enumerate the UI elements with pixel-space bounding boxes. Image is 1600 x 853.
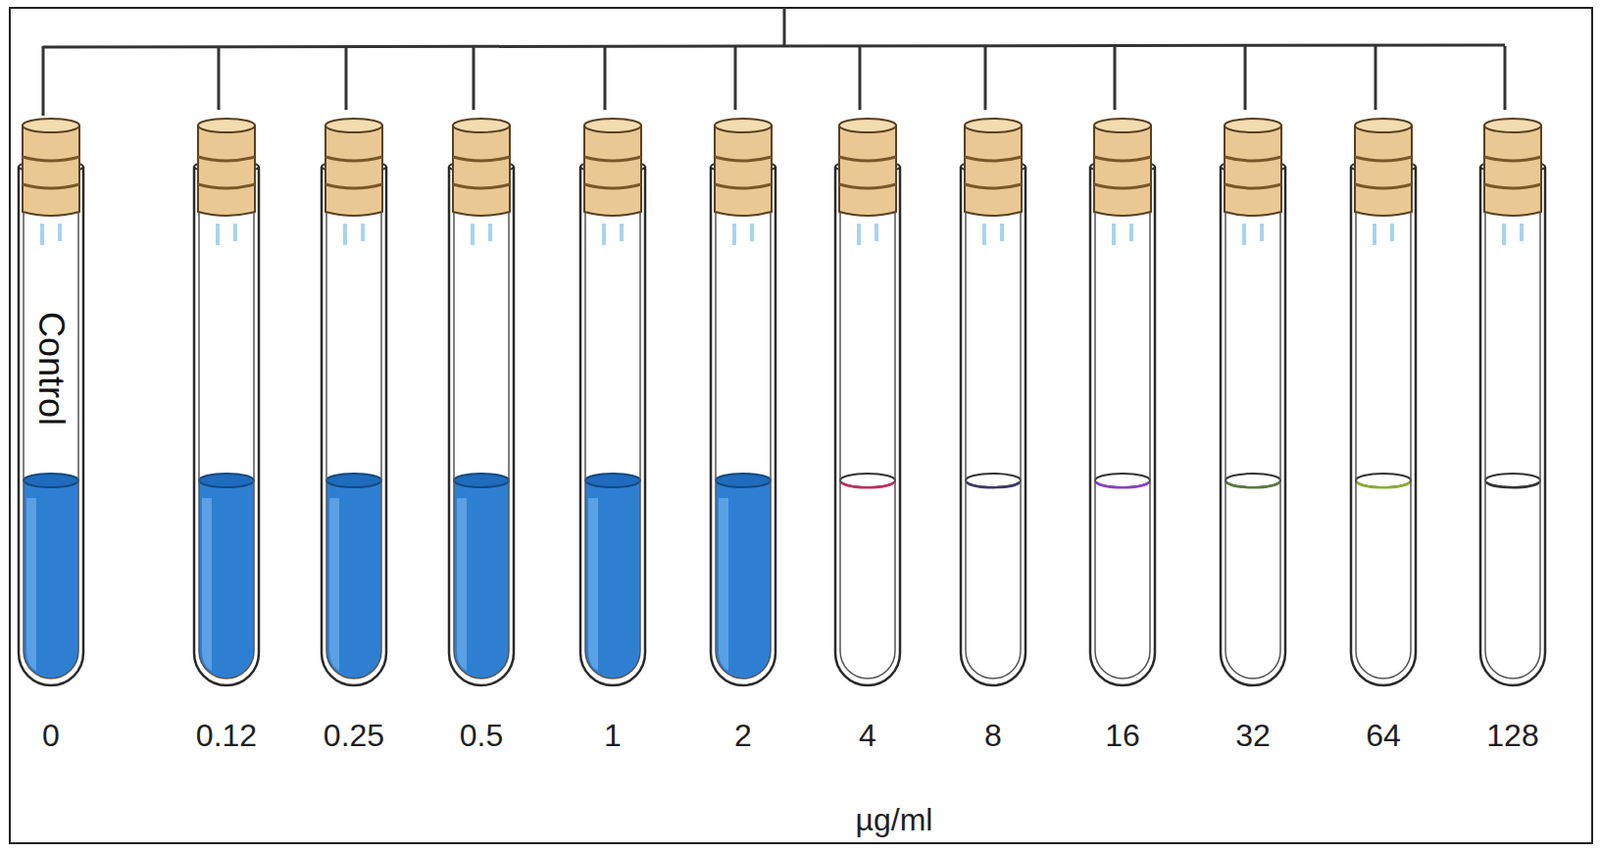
test-tube: 64 [1339,105,1428,783]
test-tube: 2 [699,105,788,783]
test-tube: 16 [1078,105,1167,783]
concentration-value: 0 [0,717,130,754]
tube-outline [182,105,271,783]
concentration-value: 4 [789,717,947,754]
concentration-value: 0.5 [402,717,560,754]
concentration-value: 128 [1434,717,1592,754]
concentration-value: 16 [1044,717,1201,754]
tube-outline [437,105,526,783]
tube-outline [1468,105,1557,783]
tube-outline [1339,105,1428,783]
concentration-value: 64 [1304,717,1462,754]
concentration-value: 2 [664,717,822,754]
test-tube: Control0 [6,105,96,783]
test-tube: 0.25 [309,105,399,783]
tube-outline [568,105,657,783]
bracket [43,7,1505,116]
concentration-value: 0.25 [275,717,433,754]
concentration-value: 0.12 [148,717,305,754]
test-tube: 0.5 [437,105,526,783]
tube-outline [699,105,788,783]
concentration-value: 8 [914,717,1072,754]
concentration-value: 1 [534,717,692,754]
test-tube: 32 [1208,105,1298,783]
control-label: Control [30,311,72,426]
tube-outline [1078,105,1167,783]
test-tube: 4 [823,105,912,783]
frame [9,7,1593,844]
concentration-value: 32 [1174,717,1332,754]
tube-outline [6,105,96,783]
test-tube: 0.12 [182,105,271,783]
test-tube: 128 [1468,105,1557,783]
tube-outline [823,105,912,783]
tube-outline [309,105,399,783]
test-tube: 1 [568,105,657,783]
tube-outline [1208,105,1298,783]
test-tube: 8 [949,105,1038,783]
unit-label: µg/ml [855,801,934,839]
tube-outline [949,105,1038,783]
